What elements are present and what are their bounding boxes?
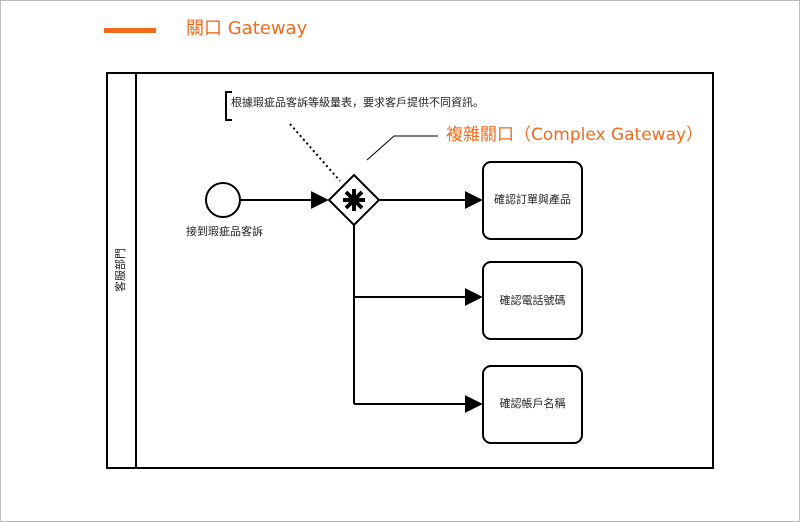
pool bbox=[106, 72, 714, 469]
page-title: 關口 Gateway bbox=[186, 18, 308, 39]
task-3-label: 確認帳戶名稱 bbox=[499, 397, 566, 410]
task-1 bbox=[482, 161, 583, 240]
task-2 bbox=[482, 261, 583, 340]
start-event-label: 接到瑕疵品客訴 bbox=[186, 225, 263, 238]
lane-label: 客服部門 bbox=[114, 248, 127, 292]
start-event bbox=[205, 182, 241, 218]
annotation-text: 根據瑕疵品客訴等級量表，要求客戶提供不同資訊。 bbox=[231, 96, 484, 109]
annotation-bracket bbox=[225, 91, 232, 121]
title-accent-bar bbox=[104, 28, 156, 33]
callout-pointer bbox=[366, 135, 438, 161]
annotation-association bbox=[289, 123, 341, 182]
task-1-label: 確認訂單與產品 bbox=[494, 193, 571, 206]
task-3 bbox=[482, 365, 583, 444]
asterisk-icon bbox=[343, 189, 365, 211]
gateway-callout-label: 複雜關口（Complex Gateway） bbox=[446, 125, 704, 145]
task-2-label: 確認電話號碼 bbox=[499, 294, 566, 307]
